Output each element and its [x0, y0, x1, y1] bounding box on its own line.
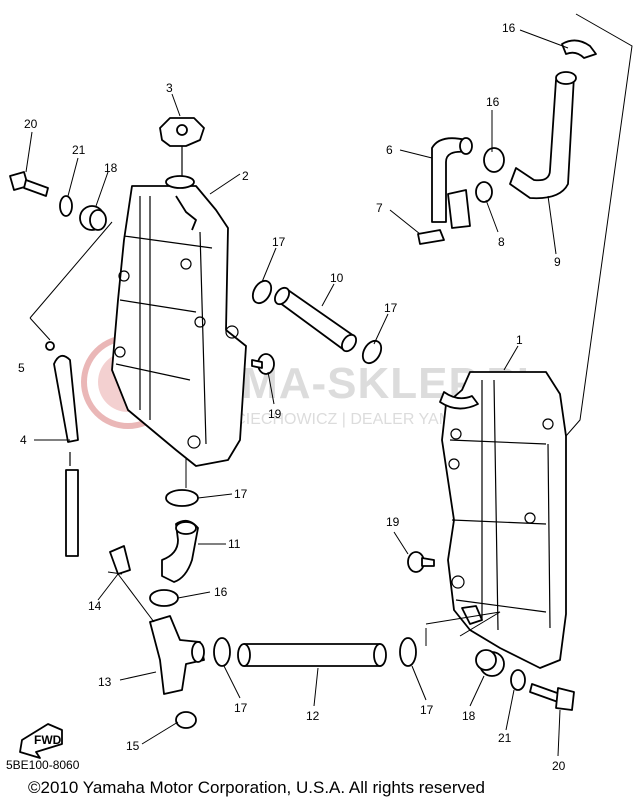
leader-lines — [25, 29, 569, 757]
pipe-10 — [274, 286, 357, 353]
clamp-16-lower — [149, 589, 179, 607]
radiator-cap — [159, 117, 205, 176]
copyright-text: ©2010 Yamaha Motor Corporation, U.S.A. A… — [28, 778, 485, 797]
clamp-17-lower-left — [165, 489, 199, 507]
fwd-label: FWD — [34, 733, 62, 747]
callout-17: 17 — [420, 703, 434, 717]
screw-19-upper — [251, 353, 275, 375]
callout-1: 1 — [516, 333, 523, 347]
callout-12: 12 — [306, 709, 320, 723]
hose-11 — [161, 519, 199, 583]
callout-10: 10 — [330, 271, 344, 285]
oring-15 — [175, 711, 197, 729]
callout-17: 17 — [234, 701, 248, 715]
callout-17: 17 — [272, 235, 286, 249]
callout-7: 7 — [376, 201, 383, 215]
diagram-code: 5BE100-8060 — [6, 758, 80, 772]
callout-3: 3 — [166, 81, 173, 95]
washer-right — [510, 669, 526, 691]
clamp-17-upper — [251, 279, 383, 365]
fwd-arrow-icon: FWD — [19, 723, 63, 759]
callout-20: 20 — [24, 117, 38, 131]
fitting-7-8 — [417, 181, 493, 245]
joint-13 — [149, 615, 205, 695]
grommet-right — [475, 649, 505, 677]
hose-9 — [509, 71, 577, 200]
clamps-17-lower — [213, 637, 417, 667]
pipe-12 — [237, 643, 387, 667]
callout-16: 16 — [486, 95, 500, 109]
callout-11: 11 — [228, 537, 241, 551]
callout-20: 20 — [552, 759, 566, 773]
callout-19: 19 — [268, 407, 282, 421]
callout-9: 9 — [554, 255, 561, 269]
callout-4: 4 — [20, 433, 27, 447]
callout-15: 15 — [126, 739, 140, 753]
callout-16: 16 — [502, 21, 516, 35]
callout-6: 6 — [386, 143, 393, 157]
bolt-left — [9, 171, 49, 197]
callout-17: 17 — [384, 301, 398, 315]
callout-numbers: 16 3 20 21 18 2 16 6 7 8 9 17 10 17 5 1 … — [18, 21, 566, 773]
callout-18: 18 — [104, 161, 118, 175]
callout-2: 2 — [242, 169, 249, 183]
clip-small — [45, 341, 55, 351]
washer-left — [59, 195, 73, 217]
hose-6 — [431, 137, 473, 223]
screw-19-lower — [407, 551, 435, 573]
callout-5: 5 — [18, 361, 25, 375]
radiator-right — [439, 371, 567, 669]
watermark-subtitle: WRUCIECHOWICZ | DEALER YAMAHA — [196, 411, 485, 428]
callout-16: 16 — [214, 585, 228, 599]
callout-13: 13 — [98, 675, 112, 689]
bolt-right — [529, 683, 575, 711]
radiator-left — [111, 175, 247, 467]
callout-8: 8 — [498, 235, 505, 249]
callout-19: 19 — [386, 515, 400, 529]
clamp-16-upper — [483, 39, 597, 173]
callout-14: 14 — [88, 599, 102, 613]
callout-21: 21 — [72, 143, 86, 157]
plug-14 — [109, 545, 131, 575]
callout-17: 17 — [234, 487, 248, 501]
grommet-left — [79, 205, 107, 231]
callout-18: 18 — [462, 709, 476, 723]
callout-21: 21 — [498, 731, 512, 745]
hose-left-vertical — [53, 354, 79, 557]
